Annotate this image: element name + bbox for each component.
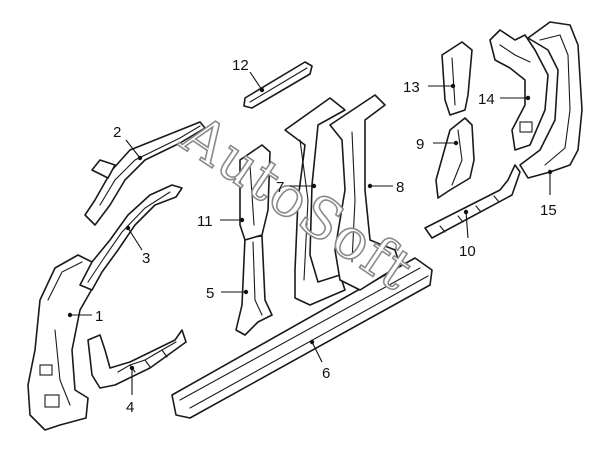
part-11-upper-reinforcement xyxy=(239,144,271,241)
callout-13: 13 xyxy=(403,79,420,96)
part-2-upper-rail xyxy=(84,121,206,226)
callout-3: 3 xyxy=(142,250,150,267)
part-4-sill-bracket xyxy=(87,329,187,389)
callout-15: 15 xyxy=(540,202,557,219)
callout-1: 1 xyxy=(95,308,103,325)
callout-12: 12 xyxy=(232,57,249,74)
part-3-arch-reinforcement xyxy=(79,184,183,291)
callout-11: 11 xyxy=(197,213,213,230)
callout-10: 10 xyxy=(459,243,476,260)
callout-7: 7 xyxy=(276,179,284,196)
part-13-c-pillar-upper xyxy=(441,41,473,116)
callout-2: 2 xyxy=(113,124,121,141)
callout-9: 9 xyxy=(416,136,424,153)
callout-5: 5 xyxy=(206,285,214,302)
part-6-rocker-panel xyxy=(171,257,433,419)
callout-6: 6 xyxy=(322,365,330,382)
part-9-quarter-bracket xyxy=(435,117,475,199)
part-1-front-pillar xyxy=(27,254,101,431)
callout-14: 14 xyxy=(478,91,495,108)
part-14-rear-brace xyxy=(489,29,549,151)
part-10-rear-sill-extension xyxy=(424,164,521,239)
part-8-b-pillar-inner xyxy=(329,94,401,291)
part-12-roof-bracket xyxy=(243,61,313,109)
callouts: 1 2 3 4 5 6 7 8 9 10 xyxy=(67,57,557,416)
callout-4: 4 xyxy=(126,399,134,416)
part-5-lower-b-pillar xyxy=(235,235,273,336)
callout-8: 8 xyxy=(396,179,404,196)
